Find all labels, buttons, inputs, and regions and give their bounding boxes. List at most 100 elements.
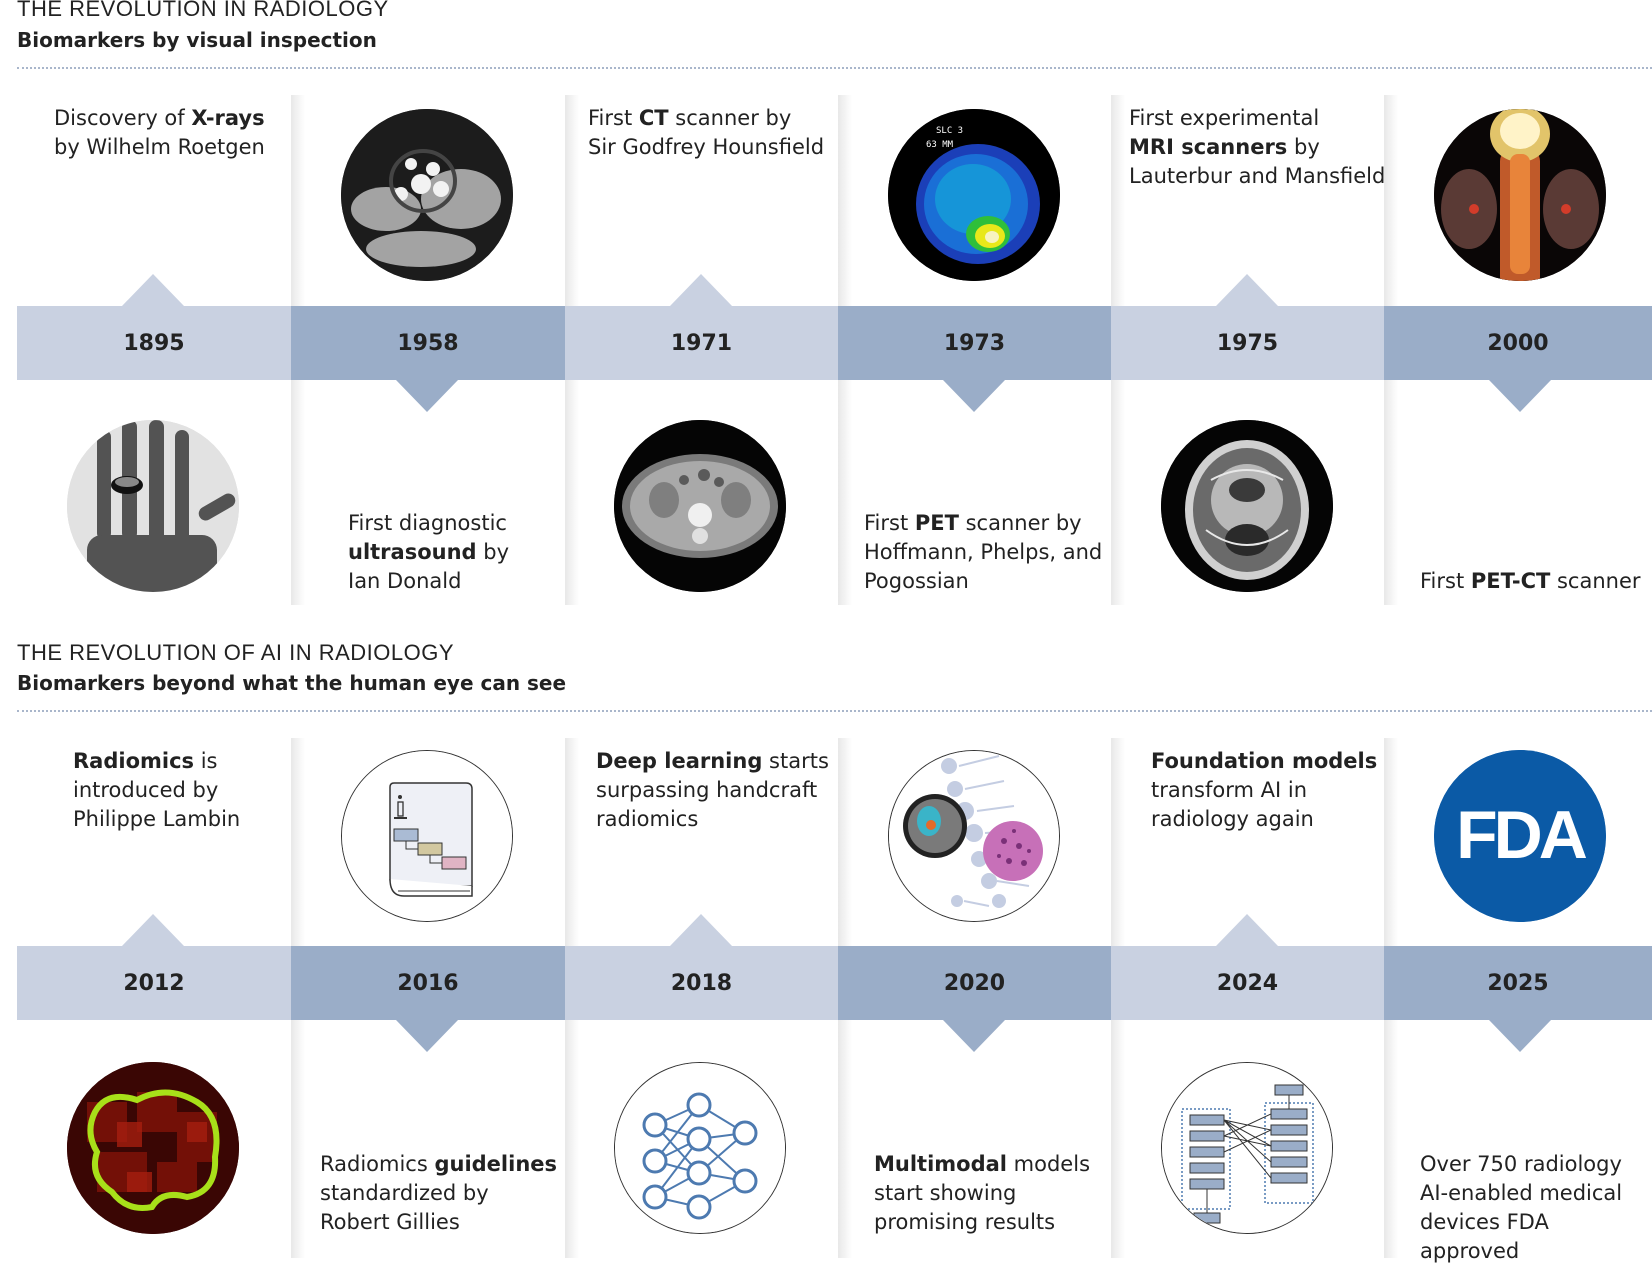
event-text: devices FDA approved <box>1420 1210 1549 1263</box>
event-text: by <box>1287 135 1320 159</box>
event-text: introduced by <box>73 778 219 802</box>
year-label: 2025 <box>1487 970 1549 996</box>
year-label: 2018 <box>670 970 733 996</box>
pointer-up <box>122 914 184 946</box>
timeline-year-2000: 2000 <box>1384 306 1652 380</box>
event-text-2018: Deep learning starts surpassing handcraf… <box>596 747 836 834</box>
event-text: First experimental <box>1129 106 1320 130</box>
section-subtitle: Biomarkers by visual inspection <box>17 28 377 52</box>
year-label: 2020 <box>943 970 1006 996</box>
pointer-up <box>1216 914 1278 946</box>
event-text: by <box>476 540 510 564</box>
foundation-model-icon <box>1161 1062 1333 1234</box>
event-text: Discovery of <box>54 106 192 130</box>
pet-scan-icon: SLC 3 63 MM <box>888 109 1060 281</box>
mri-scan-icon <box>1161 420 1333 592</box>
event-text: Philippe Lambin <box>73 807 241 831</box>
event-text: scanner <box>1550 569 1641 593</box>
timeline-year-2018: 2018 <box>565 946 838 1020</box>
event-text: First <box>588 106 639 130</box>
event-text: starts <box>762 749 829 773</box>
multimodal-icon <box>888 750 1060 922</box>
event-text: standardized by <box>320 1181 489 1205</box>
guidelines-book-icon <box>341 750 513 922</box>
event-keyword: Deep learning <box>596 749 763 773</box>
pet-ct-scan-icon <box>1434 109 1606 281</box>
year-label: 1958 <box>397 330 459 356</box>
year-label: 2024 <box>1216 970 1279 996</box>
pointer-down <box>943 380 1005 412</box>
pet-image-label: 63 MM <box>926 140 954 150</box>
timeline-year-2020: 2020 <box>838 946 1111 1020</box>
event-text-1895: Discovery of X-rays by Wilhelm Roetgen <box>54 104 284 162</box>
pointer-down <box>943 1020 1005 1052</box>
year-label: 2012 <box>123 970 185 996</box>
event-text: radiomics <box>596 807 699 831</box>
event-text-2020: Multimodal models start showing promisin… <box>874 1150 1114 1237</box>
pointer-up <box>1216 274 1278 306</box>
pet-image-label: SLC 3 <box>936 126 963 136</box>
timeline-year-2025: 2025 <box>1384 946 1652 1020</box>
timeline-year-1975: 1975 <box>1111 306 1384 380</box>
event-text-1971: First CT scanner by Sir Godfrey Hounsfie… <box>588 104 838 162</box>
event-text: Radiomics <box>320 1152 435 1176</box>
event-keyword: MRI scanners <box>1129 135 1288 159</box>
event-keyword: CT <box>638 106 669 130</box>
event-text: by Wilhelm Roetgen <box>54 135 265 159</box>
event-text-2012: Radiomics is introduced by Philippe Lamb… <box>73 747 283 834</box>
year-label: 1895 <box>123 330 185 356</box>
event-text-2000: First PET-CT scanner <box>1420 567 1652 596</box>
event-text: Robert Gillies <box>320 1210 460 1234</box>
event-text: Over 750 radiology <box>1420 1152 1622 1176</box>
event-text: scanner by <box>958 511 1082 535</box>
section-title: THE REVOLUTION OF AI IN RADIOLOGY <box>17 640 455 665</box>
section-ai-radiology-revolution: THE REVOLUTION OF AI IN RADIOLOGY Biomar… <box>0 640 1652 1268</box>
pointer-down <box>396 1020 458 1052</box>
pointer-up <box>670 274 732 306</box>
timeline-year-1971: 1971 <box>565 306 838 380</box>
radiomics-segmentation-icon <box>67 1062 239 1234</box>
neural-network-icon <box>614 1062 786 1234</box>
event-text-2016: Radiomics guidelines standardized by Rob… <box>320 1150 580 1237</box>
event-text: Sir Godfrey Hounsfield <box>588 135 825 159</box>
event-text-2025: Over 750 radiology AI-enabled medical de… <box>1420 1150 1652 1266</box>
event-text: First diagnostic <box>348 511 507 535</box>
event-keyword: PET <box>914 511 959 535</box>
event-text: First <box>1420 569 1471 593</box>
event-text: Hoffmann, Phelps, and <box>864 540 1103 564</box>
event-text: start showing <box>874 1181 1017 1205</box>
event-text-1975: First experimental MRI scanners by Laute… <box>1129 104 1389 191</box>
event-keyword: guidelines <box>434 1152 558 1176</box>
year-label: 1975 <box>1216 330 1279 356</box>
event-text: is <box>194 749 218 773</box>
timeline-year-2016: 2016 <box>291 946 565 1020</box>
event-keyword: Multimodal <box>874 1152 1007 1176</box>
event-text: models <box>1007 1152 1091 1176</box>
fda-logo-text: FDA <box>1456 797 1587 873</box>
fda-logo-icon: FDA <box>1434 750 1606 922</box>
year-label: 1973 <box>943 330 1006 356</box>
event-keyword: X-rays <box>191 106 265 130</box>
event-text: transform AI in <box>1151 778 1308 802</box>
event-text: AI-enabled medical <box>1420 1181 1623 1205</box>
timeline-year-1895: 1895 <box>17 306 291 380</box>
hand-xray-icon <box>67 420 239 592</box>
ultrasound-scan-icon <box>341 109 513 281</box>
event-keyword: Foundation models <box>1151 749 1378 773</box>
year-label: 1971 <box>670 330 733 356</box>
timeline-year-1958: 1958 <box>291 306 565 380</box>
year-label: 2016 <box>397 970 459 996</box>
event-text: First <box>864 511 915 535</box>
event-text: Lauterbur and Mansfield <box>1129 164 1386 188</box>
divider <box>17 67 1652 69</box>
event-text-2024: Foundation models transform AI in radiol… <box>1151 747 1381 834</box>
ct-scan-icon <box>614 420 786 592</box>
section-title: THE REVOLUTION IN RADIOLOGY <box>17 0 389 21</box>
section-subtitle: Biomarkers beyond what the human eye can… <box>17 671 567 695</box>
pointer-down <box>1489 1020 1551 1052</box>
event-text: scanner by <box>668 106 792 130</box>
timeline-year-1973: 1973 <box>838 306 1111 380</box>
pointer-up <box>670 914 732 946</box>
event-text: promising results <box>874 1210 1056 1234</box>
timeline-year-2012: 2012 <box>17 946 291 1020</box>
